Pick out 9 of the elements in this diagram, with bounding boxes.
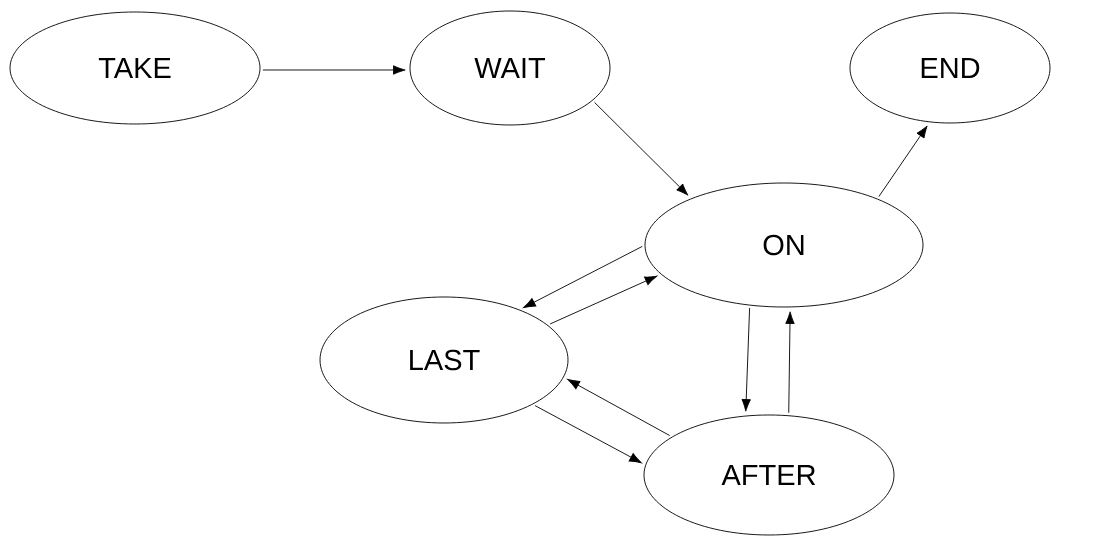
arrow	[262, 65, 406, 75]
arrow	[567, 379, 671, 436]
arrow	[534, 405, 642, 464]
arrow	[549, 275, 658, 325]
arrow	[785, 311, 795, 414]
arrow	[523, 245, 643, 309]
arrow	[741, 307, 751, 412]
arrow	[878, 125, 928, 197]
arrow	[594, 101, 689, 196]
